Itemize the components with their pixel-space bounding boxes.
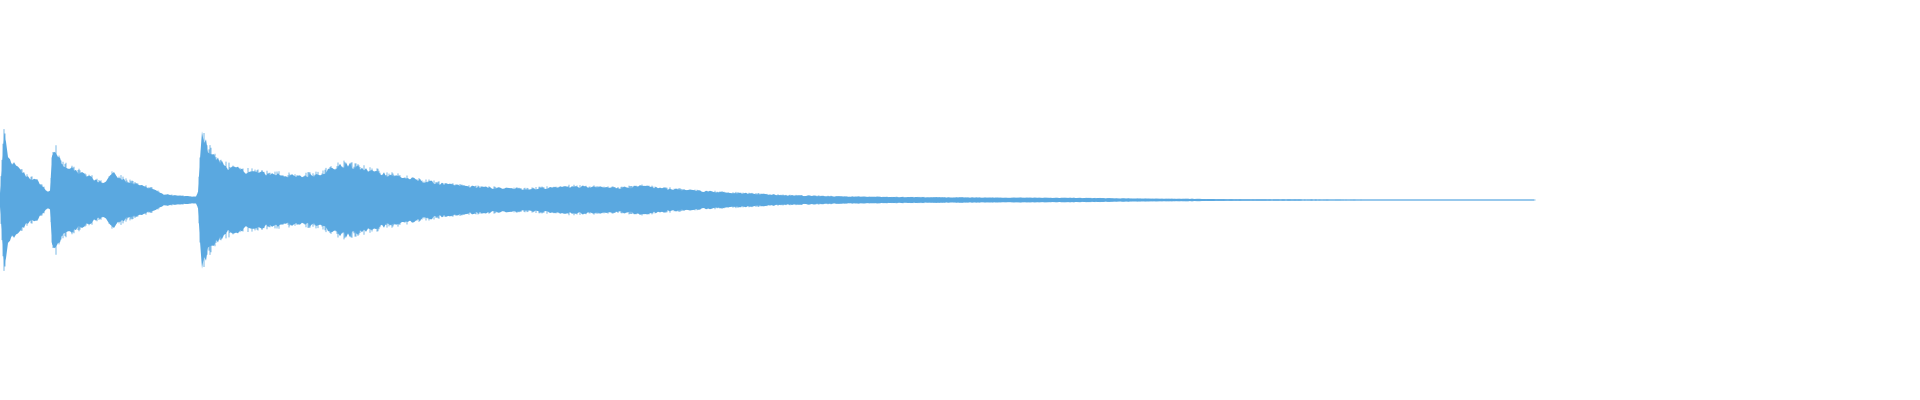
waveform-trace [0, 129, 1536, 271]
